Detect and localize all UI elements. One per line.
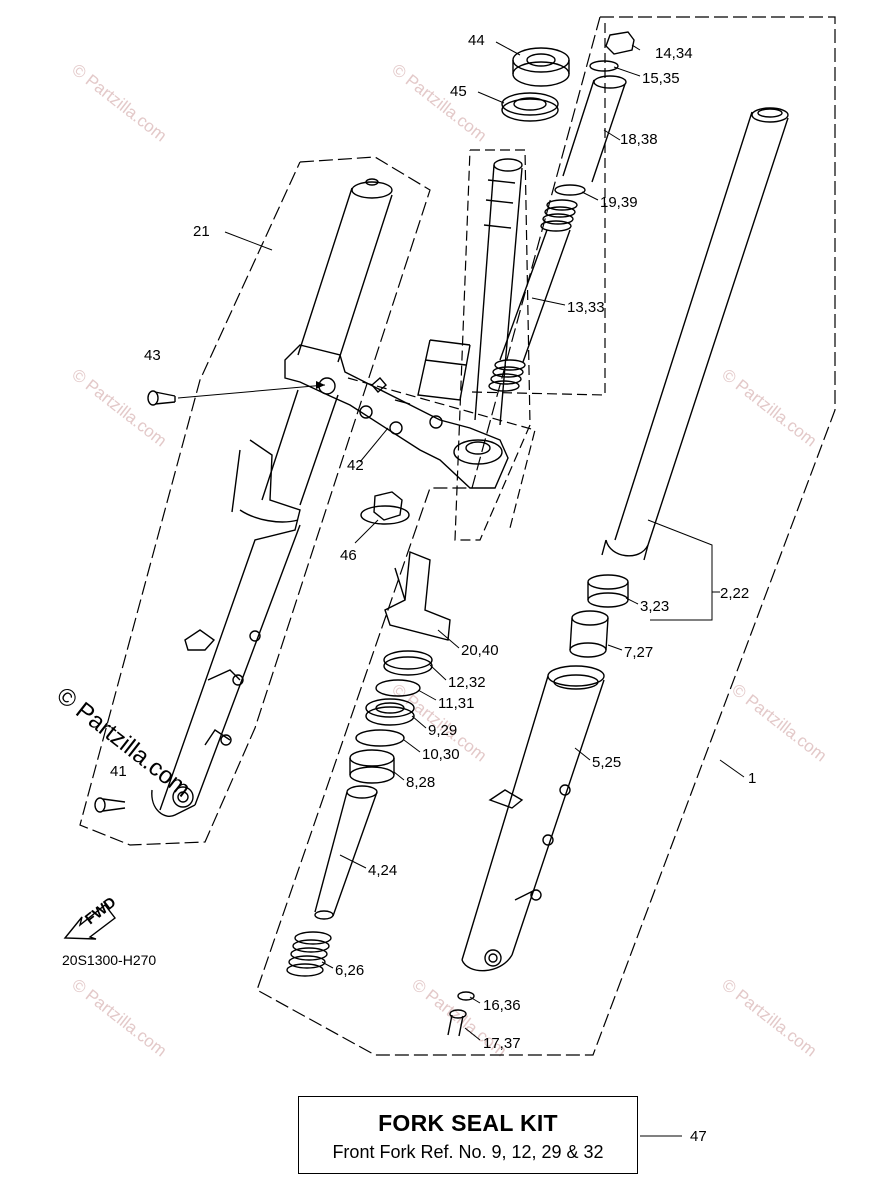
callout-5-25: 5,25 [592, 754, 621, 771]
callout-18-38: 18,38 [620, 131, 658, 148]
part-steering-stem [417, 158, 523, 426]
part-13-spring [488, 199, 578, 392]
part-19-washer [554, 184, 586, 196]
part-41-bolt [94, 797, 126, 813]
part-5-outer-tube [461, 665, 605, 972]
part-7-bushing [569, 610, 609, 658]
group-outline-stem [347, 149, 536, 541]
part-44-bearing [512, 47, 570, 87]
part-45-seal [501, 92, 559, 122]
part-17-bolt [447, 1009, 467, 1037]
part-18-spacer [562, 75, 627, 183]
part-16-washer [457, 991, 475, 1001]
fwd-arrow-icon [63, 904, 116, 940]
fork-seal-kit-title: FORK SEAL KIT [378, 1110, 558, 1136]
part-3-bushing [587, 574, 629, 608]
callout-2-22: 2,22 [720, 585, 749, 602]
callout-12-32: 12,32 [448, 674, 486, 691]
diagram-code: 20S1300-H270 [62, 952, 157, 968]
callout-9-29: 9,29 [428, 722, 457, 739]
part-2-inner-tube [601, 107, 789, 561]
callout-7-27: 7,27 [624, 644, 653, 661]
callout-13-33: 13,33 [567, 299, 605, 316]
part-11-clip [375, 679, 421, 697]
callout-8-28: 8,28 [406, 774, 435, 791]
callout-45: 45 [450, 83, 467, 100]
group-outline-1 [256, 16, 836, 1056]
fork-seal-kit-box: FORK SEAL KIT Front Fork Ref. No. 9, 12,… [298, 1096, 638, 1174]
callout-19-39: 19,39 [600, 194, 638, 211]
callout-1: 1 [748, 770, 756, 787]
callout-labels: 21 43 42 46 41 44 45 14,34 15,35 18,38 1… [110, 32, 756, 1145]
part-21-left-fork-assembly [151, 178, 393, 817]
group-outline-21 [79, 156, 431, 846]
part-10-washer [355, 729, 405, 747]
callout-17-37: 17,37 [483, 1035, 521, 1052]
callout-43: 43 [144, 347, 161, 364]
part-9-seal [365, 698, 415, 726]
leader-arrowhead [316, 381, 325, 389]
part-46-nut [360, 491, 410, 525]
callout-11-31: 11,31 [438, 695, 474, 712]
part-4-damper-rod [314, 785, 378, 920]
part-12-seal [383, 650, 433, 676]
callout-16-36: 16,36 [483, 997, 521, 1014]
callout-47: 47 [690, 1128, 707, 1145]
callout-3-23: 3,23 [640, 598, 669, 615]
callout-42: 42 [347, 457, 364, 474]
callout-21: 21 [193, 223, 210, 240]
callout-6-26: 6,26 [335, 962, 364, 979]
callout-14-34: 14,34 [655, 45, 693, 62]
callout-41: 41 [110, 763, 127, 780]
callout-44: 44 [468, 32, 485, 49]
part-43-bolt [147, 390, 176, 406]
part-8-bushing [349, 749, 395, 784]
callout-15-35: 15,35 [642, 70, 680, 87]
fork-seal-kit-subtitle: Front Fork Ref. No. 9, 12, 29 & 32 [332, 1142, 604, 1162]
part-15-o-ring [589, 60, 619, 72]
part-20-cover [384, 551, 451, 641]
leader-lines [177, 41, 745, 1137]
callout-4-24: 4,24 [368, 862, 397, 879]
callout-46: 46 [340, 547, 357, 564]
callout-10-30: 10,30 [422, 746, 460, 763]
callout-20-40: 20,40 [461, 642, 499, 659]
part-lower-bracket [284, 344, 509, 489]
group-outline-internal [471, 20, 606, 396]
part-14-cap-bolt [605, 31, 635, 55]
part-6-spring [286, 931, 332, 977]
